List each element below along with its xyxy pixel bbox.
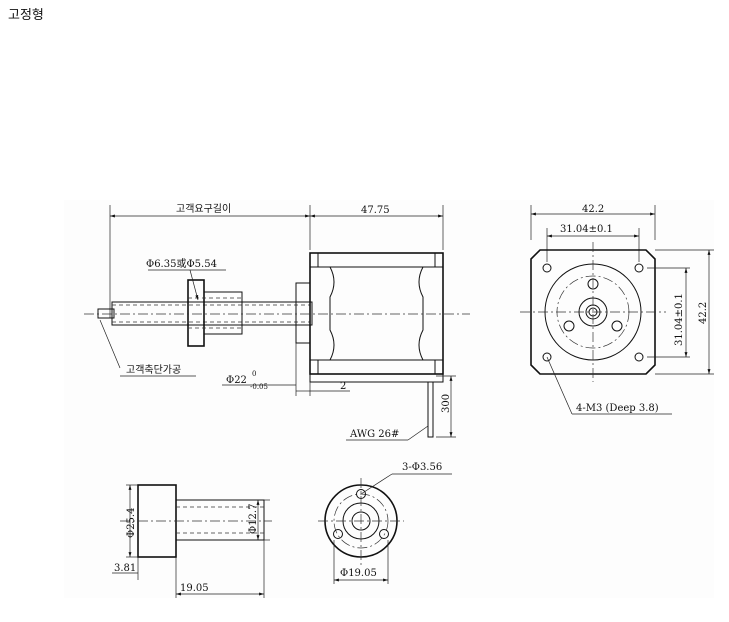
body-length-label: 47.75	[361, 205, 390, 216]
page-title: 고정형	[8, 8, 44, 23]
nut-flange-thk-label: 3.81	[114, 563, 136, 574]
wire-label: AWG 26#	[349, 429, 399, 440]
nut-body-dia-label: Φ12.7	[248, 504, 259, 534]
boss-length-label: 2	[340, 381, 346, 392]
lead-length-label: 300	[441, 394, 452, 413]
nut-front-view: 3-Φ3.56 Φ19.05	[318, 462, 452, 584]
shaft-processing-label: 고객축단가공	[126, 364, 181, 376]
hole-pitch-v-label: 31.04±0.1	[674, 293, 685, 346]
nut-length-label: 19.05	[180, 583, 209, 594]
nut-pcd-label: Φ19.05	[340, 568, 377, 579]
drawing-area	[64, 200, 714, 598]
nut-flange-dia-label: Φ25.4	[126, 508, 137, 538]
face-height-label: 42.2	[698, 302, 709, 324]
boss-tol-lower: -0.05	[250, 383, 268, 391]
nut-holes-label: 3-Φ3.56	[402, 462, 442, 473]
boss-tol-upper: 0	[252, 370, 256, 378]
face-width-label: 42.2	[582, 204, 604, 215]
front-view: 42.2 31.04±0.1 31.04±0.1 42.2	[520, 204, 714, 415]
side-view: 고객요구길이 47.75 Φ6.35或Φ5.54 고객축단가공	[84, 202, 470, 441]
nut-thread-label: Φ6.35或Φ5.54	[146, 258, 217, 270]
nut-side-view: Φ25.4 Φ12.7 3.81 19.05	[112, 484, 272, 598]
boss-dia-label: Φ22	[226, 375, 247, 386]
mount-holes-label: 4-M3 (Deep 3.8)	[576, 403, 659, 414]
hole-pitch-h-label: 31.04±0.1	[560, 224, 613, 235]
screw-length-label: 고객요구길이	[176, 202, 231, 215]
